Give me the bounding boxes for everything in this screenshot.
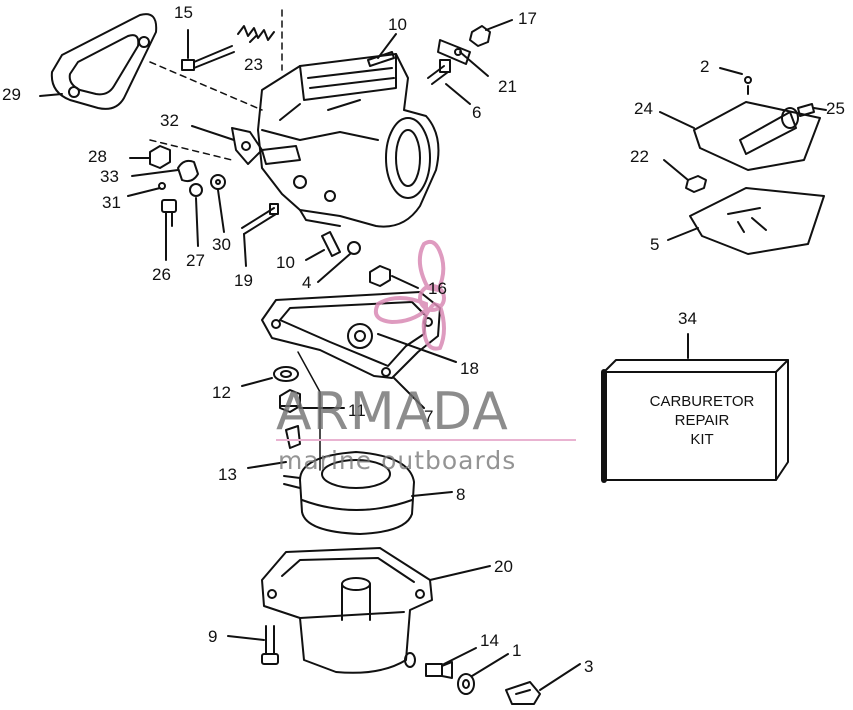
part-float-8: [283, 451, 415, 535]
part-washer-27: [189, 183, 203, 197]
callout-13: 13: [218, 465, 237, 484]
callout-16: 16: [428, 279, 447, 298]
part-screw-6: [427, 59, 451, 85]
callout-21: 21: [498, 77, 517, 96]
callout-28: 28: [88, 147, 107, 166]
callout-33: 33: [100, 167, 119, 186]
part-screw-26: [161, 199, 177, 227]
callout-5: 5: [650, 235, 660, 254]
callout-8: 8: [456, 485, 466, 504]
callout-29: 29: [2, 85, 21, 104]
part-pin-10-lower: [321, 231, 341, 257]
part-seat-11: [279, 389, 301, 413]
callout-11: 11: [348, 401, 366, 420]
callout-9: 9: [208, 627, 218, 646]
callout-10-lower: 10: [276, 253, 295, 272]
callout-34: 34: [678, 309, 697, 328]
part-fitting-25: [797, 103, 815, 117]
callout-31: 31: [102, 193, 121, 212]
part-ball-4: [347, 241, 361, 255]
callout-22: 22: [630, 147, 649, 166]
part-bowl-gasket-7: [261, 291, 441, 379]
part-plug-33: [177, 159, 199, 183]
part-diaphragm-5: [689, 187, 825, 255]
callout-4: 4: [302, 273, 312, 292]
callout-7: 7: [424, 407, 434, 426]
kit-label-line3: KIT: [690, 431, 714, 448]
part-gasket-1: [457, 673, 475, 695]
watermark-tagline: marine outboards: [278, 446, 517, 475]
part-screw-15: [181, 45, 235, 71]
part-nut-17: [469, 25, 491, 47]
part-needle-13: [285, 425, 301, 449]
callout-12: 12: [212, 383, 231, 402]
callout-24: 24: [634, 99, 653, 118]
part-jet-14: [425, 661, 453, 679]
callout-25: 25: [826, 99, 845, 118]
callout-27: 27: [186, 251, 205, 270]
part-flange-gasket: [50, 13, 158, 110]
part-spring-23: [237, 25, 275, 41]
callout-15: 15: [174, 3, 193, 22]
watermark-propeller: [373, 239, 446, 351]
part-cover-24: [693, 101, 821, 171]
repair-kit-label: CARBURETOR REPAIR KIT: [622, 392, 782, 449]
part-nut-28: [149, 145, 171, 169]
callout-14: 14: [480, 631, 499, 650]
callout-18: 18: [460, 359, 479, 378]
kit-label-line2: REPAIR: [674, 412, 730, 429]
callout-3: 3: [584, 657, 594, 676]
part-washer-30: [210, 174, 226, 190]
part-float-bowl-20: [261, 547, 433, 674]
callout-32: 32: [160, 111, 179, 130]
kit-label-line1: CARBURETOR: [649, 393, 755, 410]
part-plug-3: [505, 681, 541, 705]
part-screw-19: [241, 203, 279, 235]
part-screw-2: [744, 76, 752, 84]
callout-19: 19: [234, 271, 253, 290]
callout-2: 2: [700, 57, 710, 76]
callout-17: 17: [518, 9, 537, 28]
part-ball-31: [158, 182, 166, 190]
part-carburetor-body: [257, 53, 440, 228]
callout-23: 23: [244, 55, 263, 74]
callout-26: 26: [152, 265, 171, 284]
part-repair-kit-box: [601, 359, 789, 483]
part-screw-9: [261, 625, 279, 665]
part-screw-22: [685, 175, 707, 193]
watermark-brand-name: ARMADA: [276, 382, 509, 442]
callout-30: 30: [212, 235, 231, 254]
part-washer-12: [273, 366, 299, 382]
part-needle-valve-16: [369, 265, 391, 287]
callout-20: 20: [494, 557, 513, 576]
part-choke-lever-32: [231, 127, 301, 165]
callout-10-top: 10: [388, 15, 407, 34]
callout-1: 1: [512, 641, 522, 660]
watermark-divider: [276, 439, 576, 441]
callout-6: 6: [472, 103, 482, 122]
